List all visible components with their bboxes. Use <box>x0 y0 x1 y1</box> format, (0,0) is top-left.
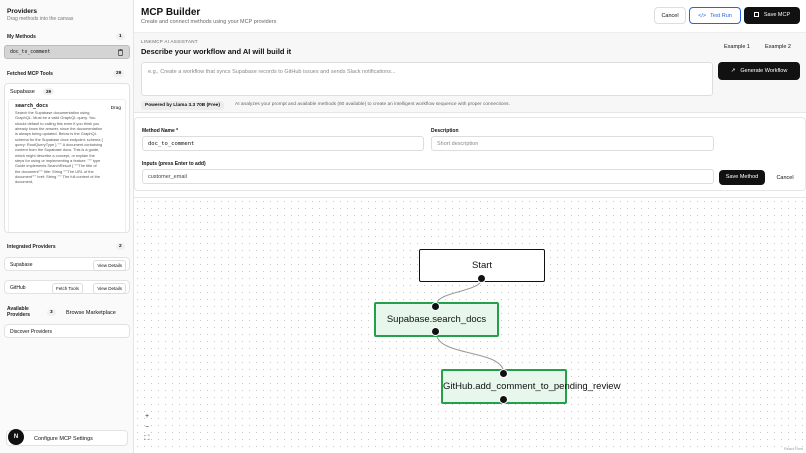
method-name-input[interactable]: doc_to_comment <box>142 136 424 151</box>
configure-mcp-button[interactable]: Configure MCP Settings <box>6 430 128 446</box>
my-methods-label: My Methods <box>7 34 36 40</box>
workflow-prompt-input[interactable]: e.g., Create a workflow that syncs Supab… <box>141 62 713 96</box>
assistant-title: Describe your workflow and AI will build… <box>141 47 292 56</box>
avatar[interactable]: N <box>8 429 24 445</box>
integrated-providers-count: 2 <box>116 243 125 250</box>
my-methods-count: 1 <box>116 33 125 40</box>
cancel-method-button[interactable]: Cancel <box>769 170 801 185</box>
description-placeholder: Short description <box>437 141 479 147</box>
method-form: Method Name * doc_to_comment Description… <box>134 117 806 191</box>
assistant-note: AI analyzes your prompt and available me… <box>235 102 510 107</box>
example-2-button[interactable]: Example 2 <box>765 44 791 50</box>
inputs-label: Inputs (press Enter to add) <box>142 161 206 167</box>
model-badge: Powered by Llama 3.3 70B (Free) <box>141 101 224 110</box>
inputs-field[interactable]: customer_email <box>142 169 714 184</box>
available-providers-label: Available Providers <box>7 306 31 318</box>
react-flow-attribution[interactable]: React Flow <box>784 447 803 451</box>
integrated-providers-label: Integrated Providers <box>7 244 56 250</box>
fit-view-button[interactable]: ⛶ <box>144 435 150 442</box>
sidebar-title: Providers <box>7 8 37 15</box>
configure-mcp-label: Configure MCP Settings <box>34 436 93 442</box>
node-handle[interactable] <box>477 274 486 283</box>
sidebar-subtitle: Drag methods into the canvas <box>7 16 74 22</box>
method-item[interactable]: doc_to_comment <box>4 45 130 59</box>
trash-icon[interactable] <box>118 49 123 56</box>
description-input[interactable]: Short description <box>431 136 714 151</box>
fetch-tools-button[interactable]: Fetch Tools <box>52 283 83 294</box>
prompt-placeholder: e.g., Create a workflow that syncs Supab… <box>148 69 396 75</box>
method-name-value: doc_to_comment <box>148 141 195 147</box>
node-handle[interactable] <box>499 395 508 404</box>
page-title: MCP Builder <box>141 7 201 18</box>
test-run-button[interactable]: </>Test Run <box>689 7 741 24</box>
generate-workflow-button[interactable]: ↗ Generate Workflow <box>718 62 800 80</box>
tool-name: search_docs <box>15 103 49 109</box>
node-handle[interactable] <box>499 369 508 378</box>
fetched-tools-panel: Supabase 29 search_docs Drag Search the … <box>4 83 130 233</box>
drag-handle[interactable]: Drag <box>110 106 121 111</box>
page-subtitle: Create and connect methods using your MC… <box>141 19 277 25</box>
cancel-button[interactable]: Cancel <box>654 7 686 24</box>
provider-item-supabase[interactable]: Supabase View Details <box>4 257 130 271</box>
fetched-provider-count: 29 <box>43 88 55 95</box>
save-icon <box>753 12 759 17</box>
provider-name: GitHub <box>10 285 26 291</box>
node-label: GitHub.add_comment_to_pending_review <box>443 381 621 392</box>
view-details-button[interactable]: View Details <box>93 283 126 294</box>
fetched-provider-name: Supabase <box>10 89 35 95</box>
assistant-tag: LINKMCP AI ASSISTANT <box>141 39 198 44</box>
available-providers-count: 3 <box>47 309 56 316</box>
node-handle[interactable] <box>431 327 440 336</box>
inputs-value: customer_email <box>148 174 187 180</box>
example-1-button[interactable]: Example 1 <box>724 44 750 50</box>
trend-icon: ↗ <box>730 68 736 74</box>
provider-item-github[interactable]: GitHub Fetch Tools View Details <box>4 280 130 294</box>
node-handle[interactable] <box>431 302 440 311</box>
page-header: MCP Builder Create and connect methods u… <box>134 0 806 33</box>
node-label: Supabase.search_docs <box>386 314 487 325</box>
node-label: Start <box>471 260 493 271</box>
save-method-button[interactable]: Save Method <box>719 170 765 185</box>
generate-label: Generate Workflow <box>740 68 788 74</box>
method-name: doc_to_comment <box>10 50 51 55</box>
workflow-canvas[interactable]: Start Supabase.search_docs GitHub.add_co… <box>134 197 806 453</box>
description-label: Description <box>431 128 459 134</box>
tool-description: Search the Supabase documentation using … <box>15 110 103 185</box>
fetched-tools-count: 29 <box>113 70 125 77</box>
save-mcp-label: Save MCP <box>763 12 791 18</box>
fetched-tools-label: Fetched MCP Tools <box>7 71 53 77</box>
providers-sidebar: Providers Drag methods into the canvas M… <box>0 0 134 453</box>
edge-search-github <box>435 331 505 375</box>
test-run-label: Test Run <box>710 13 732 19</box>
canvas-controls: + − ⛶ <box>142 413 152 446</box>
view-details-button[interactable]: View Details <box>93 260 126 271</box>
zoom-out-button[interactable]: − <box>144 424 150 431</box>
ai-assistant-panel: LINKMCP AI ASSISTANT Describe your workf… <box>134 33 806 113</box>
tool-card[interactable]: search_docs Drag Search the Supabase doc… <box>8 99 126 232</box>
save-mcp-button[interactable]: Save MCP <box>744 7 800 24</box>
discover-providers-label: Discover Providers <box>10 329 52 335</box>
browse-marketplace-link[interactable]: Browse Marketplace <box>66 310 116 316</box>
discover-providers-button[interactable]: Discover Providers <box>4 324 130 338</box>
provider-name: Supabase <box>10 262 33 268</box>
zoom-in-button[interactable]: + <box>144 413 150 420</box>
method-name-label: Method Name * <box>142 128 179 134</box>
code-icon: </> <box>698 13 707 19</box>
